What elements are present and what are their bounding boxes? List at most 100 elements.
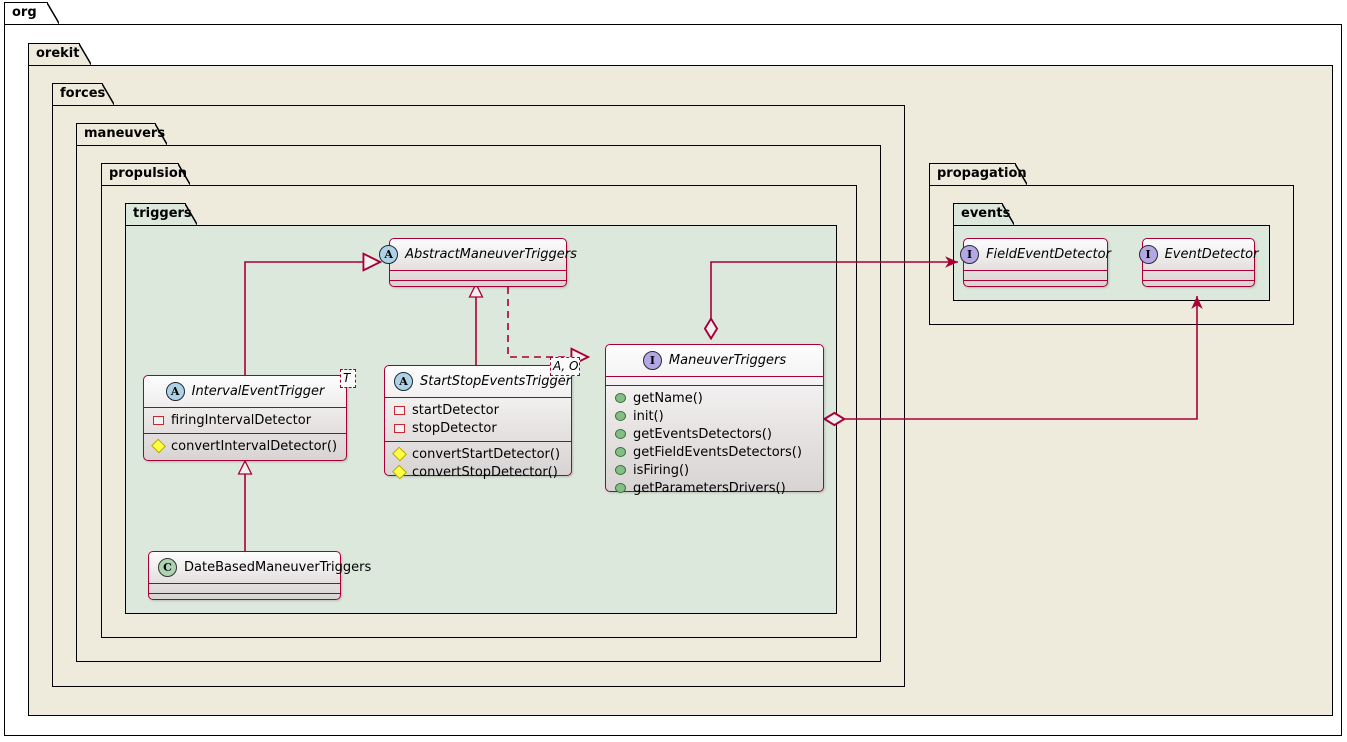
class-separator-methods: [390, 280, 566, 281]
public-method-icon: [615, 411, 626, 421]
method-label: getName(): [633, 390, 703, 406]
protected-method-icon: [392, 446, 407, 462]
public-method-icon: [615, 465, 626, 475]
class-methods-section: convertStartDetector() convertStopDetect…: [385, 442, 571, 485]
class-method-row: convertIntervalDetector(): [150, 437, 340, 455]
class-separator-methods: [149, 593, 340, 594]
class-attributes-section: firingIntervalDetector: [144, 408, 346, 433]
public-method-icon: [615, 393, 626, 403]
package-tab-slant-maneuvers: [155, 123, 167, 146]
class-separator-methods: [606, 385, 823, 386]
method-label: init(): [633, 408, 664, 424]
class-name: EventDetector: [1164, 247, 1259, 262]
method-label: getEventsDetectors(): [633, 426, 772, 442]
class-separator-attributes: [964, 270, 1107, 271]
package-tab-slant-propulsion: [178, 163, 190, 186]
package-tab-slant-propagation: [1015, 163, 1027, 186]
class-method-row: getFieldEventsDetectors(): [612, 443, 817, 461]
class-attribute-row: firingIntervalDetector: [150, 411, 340, 429]
class-attributes-section: [390, 271, 566, 280]
interface-icon: I: [1138, 245, 1158, 264]
class-interval-event-trigger[interactable]: A IntervalEventTrigger firingIntervalDet…: [143, 369, 356, 461]
package-label-events: events: [961, 206, 1011, 221]
method-label: getParametersDrivers(): [633, 480, 786, 496]
private-attribute-icon: [394, 405, 405, 415]
class-attributes-section: startDetector stopDetector: [385, 398, 571, 441]
class-attributes-section: [964, 271, 1107, 280]
class-method-row: getParametersDrivers(): [612, 479, 817, 497]
class-header: A AbstractManeuverTriggers: [379, 239, 577, 270]
class-separator-attributes: [1143, 270, 1254, 271]
class-separator-attributes: [149, 583, 340, 584]
class-header: I EventDetector: [1138, 239, 1258, 270]
class-attributes-section: [1143, 271, 1254, 280]
method-label: convertStartDetector(): [412, 446, 561, 462]
class-name: AbstractManeuverTriggers: [405, 247, 577, 262]
class-name: IntervalEventTrigger: [191, 384, 325, 399]
class-attribute-row: startDetector: [391, 401, 565, 419]
class-attributes-section: [149, 584, 340, 593]
class-field-event-detector[interactable]: I FieldEventDetector: [960, 238, 1111, 290]
package-label-forces: forces: [60, 86, 106, 101]
method-label: isFiring(): [633, 462, 690, 478]
package-tab-slant-forces: [102, 83, 114, 106]
class-separator-attributes: [385, 397, 571, 398]
class-separator-methods: [964, 280, 1107, 281]
template-parameter-box: T: [340, 369, 356, 388]
protected-method-icon: [392, 464, 407, 480]
class-event-detector[interactable]: I EventDetector: [1138, 238, 1258, 287]
class-separator-attributes: [144, 407, 346, 408]
package-label-orekit: orekit: [36, 46, 80, 61]
package-tab-slant-events: [1002, 203, 1014, 226]
private-attribute-icon: [153, 415, 164, 425]
public-method-icon: [615, 429, 626, 439]
class-method-row: convertStartDetector(): [391, 445, 565, 463]
method-label: convertIntervalDetector(): [171, 438, 338, 454]
class-header: I ManeuverTriggers: [606, 345, 823, 376]
private-attribute-icon: [394, 423, 405, 433]
template-parameter-box: A, O: [550, 357, 580, 376]
class-methods-section: [390, 281, 566, 290]
protected-method-icon: [151, 438, 166, 454]
class-method-row: isFiring(): [612, 461, 817, 479]
method-label: convertStopDetector(): [412, 464, 558, 480]
class-methods-section: getName() init() getEventsDetectors() ge…: [606, 386, 823, 501]
class-method-row: init(): [612, 407, 817, 425]
package-label-maneuvers: maneuvers: [84, 126, 166, 141]
class-separator-methods: [385, 441, 571, 442]
class-name: StartStopEventsTrigger: [420, 374, 572, 389]
concrete-class-icon: C: [158, 558, 177, 577]
class-method-row: convertStopDetector(): [391, 463, 565, 481]
abstract-class-icon: A: [379, 245, 399, 264]
class-methods-section: convertIntervalDetector(): [144, 434, 346, 459]
class-header: I FieldEventDetector: [960, 239, 1111, 270]
class-attributes-section: [606, 377, 823, 385]
class-methods-section: [149, 594, 340, 603]
class-methods-section: [964, 281, 1107, 290]
package-tab-slant-orekit: [79, 43, 91, 66]
package-label-propulsion: propulsion: [109, 166, 188, 181]
class-name: FieldEventDetector: [986, 247, 1111, 262]
method-label: getFieldEventsDetectors(): [633, 444, 802, 460]
class-header: A IntervalEventTrigger: [144, 376, 346, 407]
class-start-stop-events-trigger[interactable]: A StartStopEventsTrigger startDetector s…: [384, 357, 580, 480]
public-method-icon: [615, 483, 626, 493]
class-separator-attributes: [606, 376, 823, 377]
class-name: DateBasedManeuverTriggers: [184, 560, 372, 575]
package-label-propagation: propagation: [937, 166, 1027, 181]
class-date-based-maneuver-triggers[interactable]: C DateBasedManeuverTriggers: [148, 551, 371, 603]
package-tab-slant-org: [47, 2, 59, 25]
class-abstract-maneuver-triggers[interactable]: A AbstractManeuverTriggers: [379, 238, 577, 290]
class-method-row: getName(): [612, 389, 817, 407]
attribute-label: stopDetector: [412, 420, 497, 436]
interface-icon: I: [642, 351, 662, 370]
class-attribute-row: stopDetector: [391, 419, 565, 437]
class-header: A StartStopEventsTrigger: [385, 366, 571, 397]
package-label-org: org: [12, 5, 37, 20]
attribute-label: firingIntervalDetector: [171, 412, 312, 428]
class-separator-attributes: [390, 270, 566, 271]
class-separator-methods: [144, 433, 346, 434]
class-maneuver-triggers[interactable]: I ManeuverTriggers getName() init() getE…: [605, 344, 824, 496]
abstract-class-icon: A: [165, 382, 185, 401]
